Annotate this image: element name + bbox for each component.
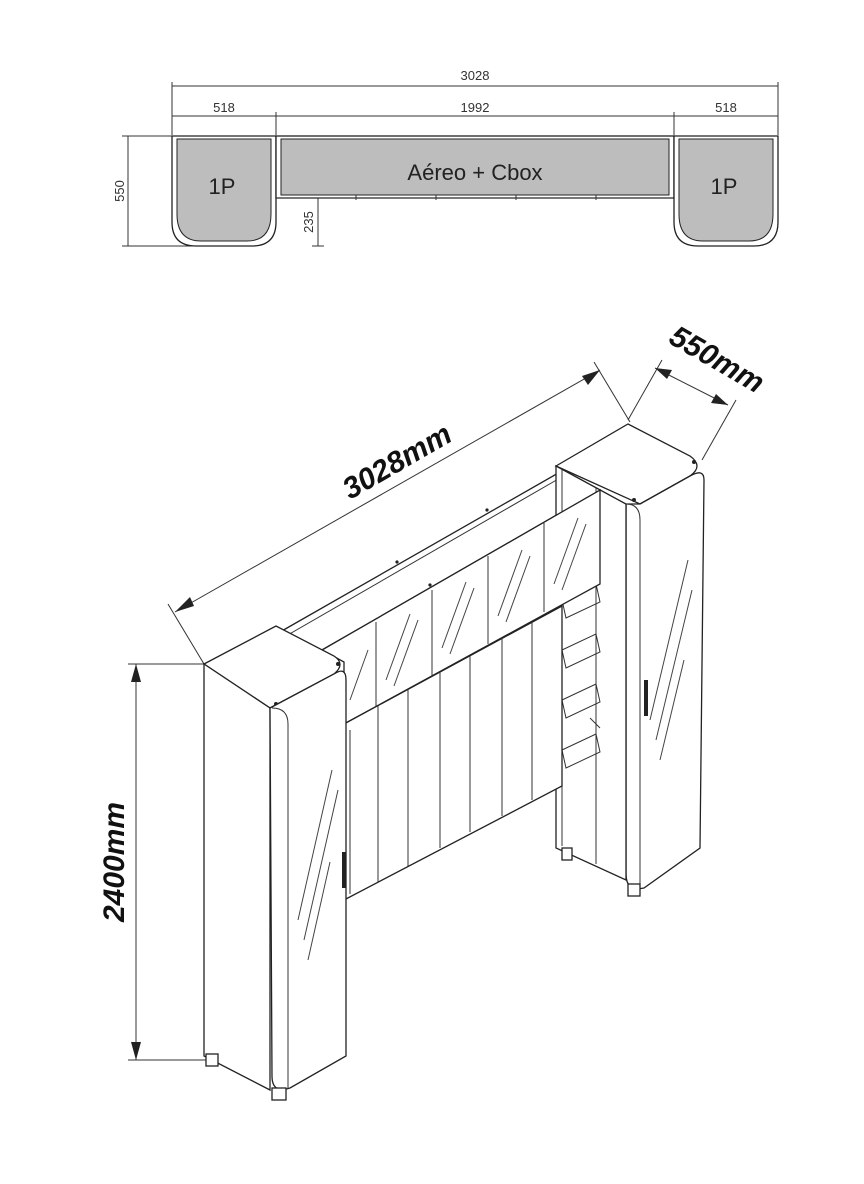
iso-dim-height: 2400mm	[98, 663, 210, 1061]
dim-right-width-text: 518	[715, 100, 737, 115]
iso-view: 3028mm 550mm 2400mm	[98, 320, 770, 1101]
plan-right-label: 1P	[711, 174, 738, 199]
plan-right-block: 1P	[673, 135, 779, 247]
dim-segments: 518 1992 518	[172, 100, 778, 135]
iso-center-lower	[343, 604, 563, 902]
dim-total-width: 3028	[171, 68, 779, 135]
dim-depth: 550	[112, 135, 200, 247]
iso-dim-height-text: 2400mm	[98, 802, 131, 923]
dim-total-width-text: 3028	[461, 68, 490, 83]
dim-left-width-text: 518	[213, 100, 235, 115]
iso-dim-depth-text: 550mm	[664, 320, 770, 400]
dim-depth-text: 550	[112, 180, 127, 202]
dim-center-depth: 235	[301, 198, 324, 247]
iso-right-tower	[554, 423, 705, 897]
dim-center-width-text: 1992	[461, 100, 490, 115]
iso-left-tower	[202, 625, 347, 1101]
dim-center-depth-text: 235	[301, 211, 316, 233]
plan-left-block: 1P	[171, 135, 277, 247]
plan-view: 3028 518 1992 518 550 235 1P	[112, 68, 779, 247]
plan-center-block: Aéreo + Cbox	[275, 135, 675, 200]
plan-center-label: Aéreo + Cbox	[407, 160, 542, 185]
plan-left-label: 1P	[209, 174, 236, 199]
